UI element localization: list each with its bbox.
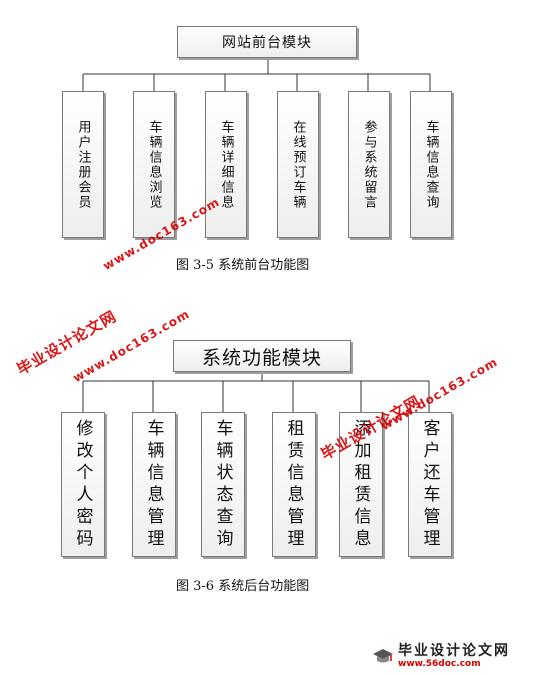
diagram1-node-vehicle-detail: 车辆详细信息 [205, 91, 247, 238]
diagram1-node-label: 车辆信息查询 [423, 119, 439, 210]
diagram1-node-online-booking: 在线预订车辆 [277, 91, 319, 238]
diagram2-node-label: 车辆信息管理 [143, 418, 164, 551]
diagram2-node-status-query: 车辆状态查询 [201, 412, 245, 557]
diagram2-node-rental-manage: 租赁信息管理 [272, 412, 316, 557]
diagram2-node-change-password: 修改个人密码 [61, 412, 105, 557]
diagram2-node-add-rental: 添加租赁信息 [339, 412, 383, 557]
diagram2-root-label: 系统功能模块 [201, 346, 322, 369]
diagram1-node-vehicle-query: 车辆信息查询 [410, 91, 452, 238]
diagram1-node-vehicle-browse: 车辆信息浏览 [133, 91, 175, 238]
diagram1-root-label: 网站前台模块 [222, 35, 312, 51]
diagram1-root: 网站前台模块 [177, 26, 357, 58]
diagram2-node-vehicle-manage: 车辆信息管理 [132, 412, 176, 557]
diagram2-node-label: 修改个人密码 [72, 418, 93, 551]
diagram2-node-label: 客户还车管理 [419, 418, 440, 551]
diagram2-root: 系统功能模块 [173, 340, 351, 372]
diagram2-caption: 图 3-6 系统后台功能图 [176, 579, 310, 594]
diagram1-node-label: 车辆信息浏览 [146, 119, 162, 210]
footer-logo: 毕业设计论文网 www.56doc.com [372, 641, 532, 671]
diagram1-node-message: 参与系统留言 [348, 91, 390, 238]
diagram2-node-return-car: 客户还车管理 [408, 412, 452, 557]
diagram1-node-label: 在线预订车辆 [290, 119, 306, 210]
footer-site-url: www.56doc.com [398, 658, 481, 669]
mortarboard-icon [373, 649, 393, 663]
diagram2-node-label: 车辆状态查询 [212, 418, 233, 551]
diagram1-node-label: 车辆详细信息 [218, 119, 234, 210]
diagram1-node-label: 用户注册会员 [75, 119, 91, 210]
diagram1-node-label: 参与系统留言 [361, 119, 377, 210]
footer-site-name: 毕业设计论文网 [398, 642, 510, 659]
diagram2-node-label: 添加租赁信息 [350, 418, 371, 551]
diagram2-node-label: 租赁信息管理 [283, 418, 304, 551]
diagram1-caption: 图 3-5 系统前台功能图 [176, 258, 310, 273]
diagram1-node-user-register: 用户注册会员 [62, 91, 104, 238]
